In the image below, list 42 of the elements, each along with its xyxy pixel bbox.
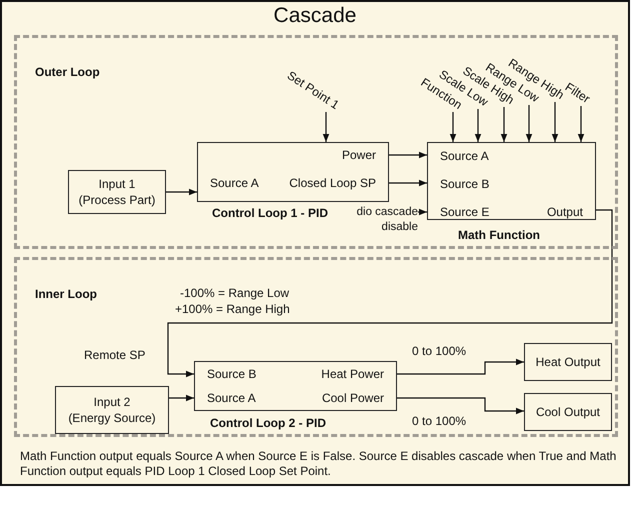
port-label: Output — [546, 205, 583, 220]
signal-label: dio cascade disable — [338, 205, 418, 235]
arrow — [167, 209, 613, 378]
note-text: -100% = Range Low — [180, 286, 290, 301]
arrow — [397, 397, 524, 414]
diagram-title: Cascade — [272, 4, 358, 28]
arrow — [418, 208, 427, 216]
arrow — [322, 112, 330, 142]
port-label: Source B — [207, 367, 256, 382]
process-box: Input 1 (Process Part) — [68, 170, 166, 214]
port-label: Source B — [440, 177, 490, 192]
arrow — [526, 105, 532, 142]
block-title: Math Function — [458, 228, 540, 243]
process-box: Cool Output — [524, 393, 612, 431]
port-label: Closed Loop SP — [289, 176, 376, 191]
block-title: Control Loop 2 - PID — [210, 416, 326, 431]
arrow — [166, 188, 197, 196]
arrow — [169, 394, 194, 402]
block-title: Control Loop 1 - PID — [212, 206, 328, 221]
arrow — [552, 102, 558, 142]
port-label: Source A — [210, 176, 259, 191]
note-text: +100% = Range High — [175, 302, 290, 317]
arrow — [389, 152, 427, 158]
arrow — [500, 107, 508, 142]
process-box: Heat Output — [524, 343, 612, 381]
arrow — [389, 180, 427, 186]
port-label: Source A — [207, 391, 256, 406]
caption-text: Math Function output equals Source A when Source E is False. Source E disables cascade when True and Math Function output equals PID Loop 1 Closed Loop Set Point. — [20, 449, 618, 479]
process-box: Input 2 (Energy Source) — [55, 386, 169, 434]
dashed-region — [14, 35, 618, 249]
port-label: Cool Power — [322, 391, 384, 406]
input-label: Filter — [562, 80, 593, 106]
port-label: Source A — [440, 149, 489, 164]
port-label: Heat Power — [321, 367, 384, 382]
arrow — [578, 106, 584, 142]
section-heading: Inner Loop — [35, 287, 97, 302]
port-label: Source E — [440, 205, 490, 220]
arrow — [450, 112, 456, 142]
arrow — [474, 109, 482, 142]
section-heading: Outer Loop — [35, 65, 100, 80]
port-label: Power — [342, 148, 376, 163]
arrow — [397, 358, 524, 375]
